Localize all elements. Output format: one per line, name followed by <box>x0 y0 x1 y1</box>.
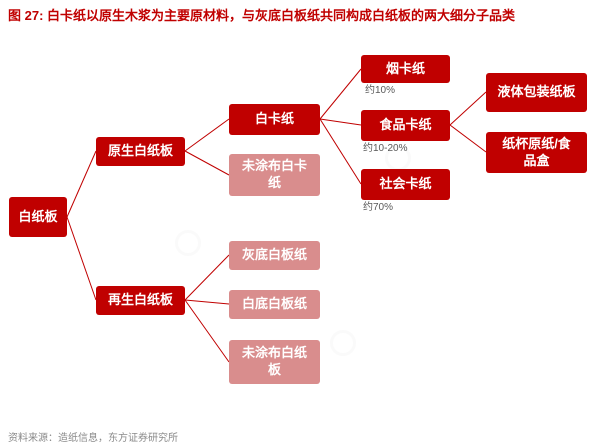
node-uncoated-white-board: 未涂布白纸板 <box>229 340 320 384</box>
source-note: 资料来源：造纸信息，东方证券研究所 <box>8 433 178 444</box>
node-cigarette-card: 烟卡纸 <box>361 55 450 83</box>
node-cup-base-food-box: 纸杯原纸/食品盒 <box>486 132 587 173</box>
figure-title: 图 27: 白卡纸以原生木浆为主要原材料，与灰底白板纸共同构成白纸板的两大细分子… <box>8 8 516 23</box>
node-liquid-packaging-board: 液体包装纸板 <box>486 73 587 112</box>
node-white-card-paper: 白卡纸 <box>229 104 320 135</box>
watermark-logo <box>330 330 356 356</box>
node-food-card: 食品卡纸 <box>361 110 450 141</box>
share-label-social-card: 约70% <box>363 202 394 213</box>
watermark-logo <box>175 230 201 256</box>
node-white-paperboard: 白纸板 <box>9 197 67 237</box>
share-label-cigarette-card: 约10% <box>365 85 396 96</box>
share-label-food-card: 约10-20% <box>363 143 408 154</box>
node-white-back-white-board: 白底白板纸 <box>229 290 320 319</box>
node-recycled-white-paperboard: 再生白纸板 <box>96 286 185 315</box>
node-uncoated-white-card: 未涂布白卡纸 <box>229 154 320 196</box>
node-virgin-white-paperboard: 原生白纸板 <box>96 137 185 166</box>
node-grey-back-white-board: 灰底白板纸 <box>229 241 320 270</box>
node-social-card: 社会卡纸 <box>361 169 450 200</box>
